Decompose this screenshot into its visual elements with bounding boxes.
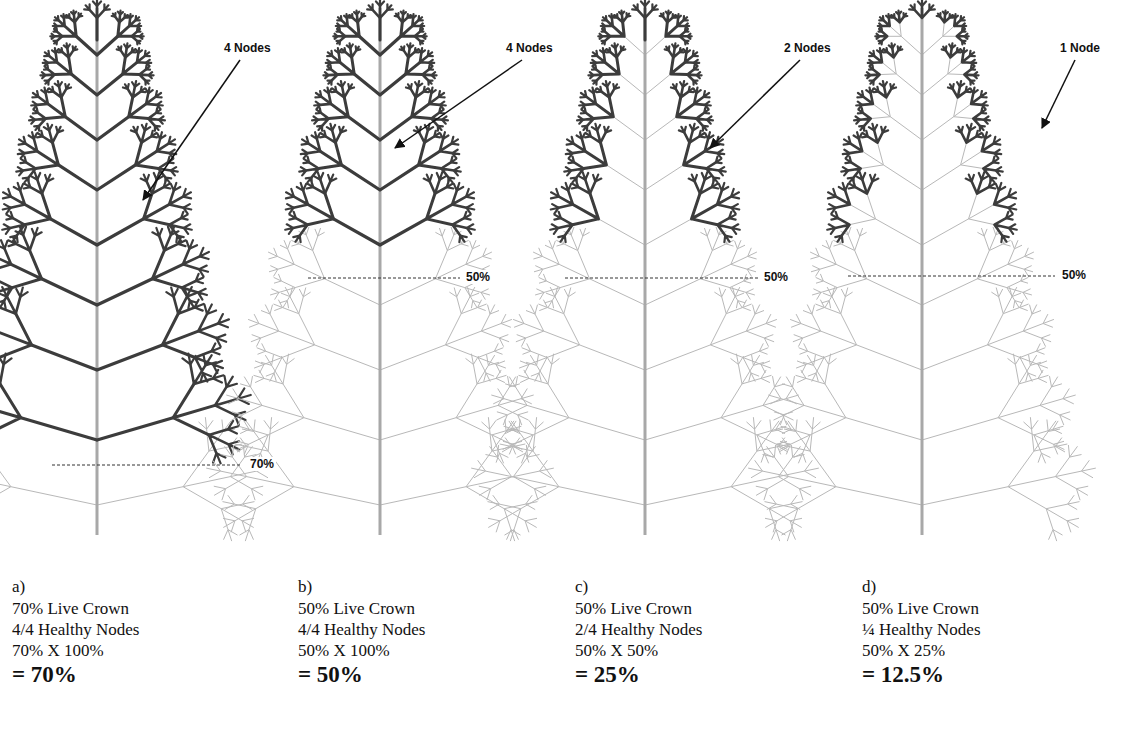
tree-drawings [0,0,1096,541]
panel-letter: c) [575,577,588,597]
live-crown-line [308,278,460,279]
callout-label: 1 Node [1058,41,1102,55]
crown-lines [52,276,1055,465]
callout-label: 4 Nodes [222,41,273,55]
live-foliage [293,6,467,236]
callout-label: 4 Nodes [504,41,555,55]
crown-percent: 50% [464,270,492,284]
result-value: = 50% [298,662,363,688]
live-foliage [21,36,173,440]
trunk [644,8,647,535]
leader-arrow [1042,60,1075,128]
caption-line: 70% X 100% [12,641,104,661]
caption-line: 50% Live Crown [575,599,692,619]
caption-line: 4/4 Healthy Nodes [12,620,139,640]
result-value: = 70% [12,662,77,688]
trunk [96,8,99,535]
live-crown-line [565,278,758,279]
live-foliage [558,6,732,236]
panel-letter: b) [298,577,312,597]
caption-line: 50% Live Crown [298,599,415,619]
leader-arrows [143,60,1075,200]
result-value: = 12.5% [862,662,944,688]
caption-line: 70% Live Crown [12,599,129,619]
caption-line: 2/4 Healthy Nodes [575,620,702,640]
caption-line: 50% X 25% [862,641,945,661]
live-foliage [550,0,739,242]
live-crown-line [52,465,242,466]
trunk [379,8,382,535]
result-value: = 25% [575,662,640,688]
caption-line: 50% X 100% [298,641,390,661]
live-foliage [0,6,238,453]
panel-letter: a) [12,577,25,597]
live-foliage [285,0,474,242]
crown-percent: 70% [248,457,276,471]
caption-line: ¼ Healthy Nodes [862,620,981,640]
trunk [921,8,924,535]
panel-letter: d) [862,577,876,597]
callout-label: 2 Nodes [782,41,833,55]
crown-percent: 50% [762,270,790,284]
live-crown-line [848,276,1055,277]
caption-line: 4/4 Healthy Nodes [298,620,425,640]
live-foliage [308,18,453,225]
caption-line: 50% Live Crown [862,599,979,619]
live-foliage [827,0,1016,242]
live-foliage [573,18,718,225]
crown-percent: 50% [1060,268,1088,282]
leader-arrow [143,60,240,200]
dead-branches [0,417,271,541]
live-foliage [0,0,251,463]
live-foliage [835,6,1009,236]
leader-arrow [710,60,800,148]
leader-arrow [395,60,522,148]
caption-line: 50% X 50% [575,641,658,661]
